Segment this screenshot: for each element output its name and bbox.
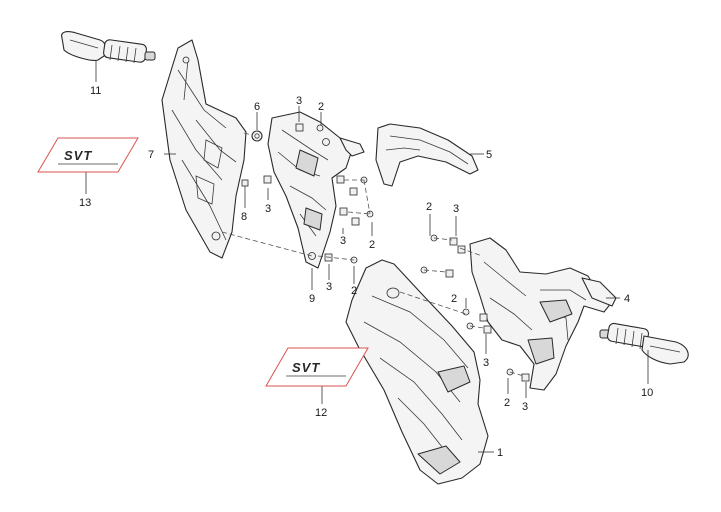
clip-nut[interactable] — [449, 237, 458, 246]
callout-10: 10 — [641, 387, 653, 399]
callout-labels: 11 7 6 8 3 2 3 3 2 3 2 9 5 2 3 2 3 4 2 3… — [79, 85, 653, 459]
callout-3f: 3 — [483, 357, 489, 369]
alignment-lines — [221, 132, 525, 377]
clip-nut[interactable] — [351, 217, 360, 226]
clip-nut[interactable] — [339, 207, 348, 216]
callout-3d: 3 — [326, 281, 332, 293]
callout-9: 9 — [309, 293, 315, 305]
part-11-left-guard[interactable] — [61, 31, 156, 64]
clip-nut[interactable] — [336, 175, 345, 184]
callout-3b: 3 — [265, 203, 271, 215]
callout-3e: 3 — [453, 203, 459, 215]
clip-nut[interactable] — [349, 187, 358, 196]
callout-2c: 2 — [351, 285, 357, 297]
clip-nut[interactable] — [263, 175, 272, 184]
callout-2d: 2 — [426, 201, 432, 213]
part-9-center-bracket[interactable] — [267, 111, 365, 269]
part-7-left-panel[interactable] — [161, 39, 247, 259]
callout-3g: 3 — [522, 401, 528, 413]
callout-12: 12 — [315, 407, 327, 419]
part-5-upper-cover[interactable] — [375, 123, 479, 187]
part-1-main-cowl[interactable] — [345, 259, 489, 485]
part-4-right-panel[interactable] — [469, 237, 617, 391]
callout-2f: 2 — [504, 397, 510, 409]
callout-11: 11 — [90, 85, 101, 97]
callout-13: 13 — [79, 197, 91, 209]
badge-13[interactable]: SVT — [37, 137, 139, 173]
clip-nut[interactable] — [445, 269, 454, 278]
callout-2e: 2 — [451, 293, 457, 305]
part-10-right-guard[interactable] — [599, 322, 689, 365]
callout-2b: 2 — [369, 239, 375, 251]
part-6-grommet[interactable] — [251, 130, 263, 142]
badge-12[interactable]: SVT — [265, 347, 369, 387]
clip-nut[interactable] — [457, 245, 466, 254]
callout-8: 8 — [241, 211, 247, 223]
badge-12-text: SVT — [292, 360, 320, 375]
callout-2a: 2 — [318, 101, 324, 113]
callout-3a: 3 — [296, 95, 302, 107]
bolt[interactable] — [316, 124, 324, 132]
callout-6: 6 — [254, 101, 260, 113]
bolt[interactable] — [462, 308, 470, 316]
clip-nut[interactable] — [479, 313, 488, 322]
badge-13-text: SVT — [64, 148, 92, 163]
clip-nut[interactable] — [295, 123, 304, 132]
leader-lines — [85, 60, 649, 453]
callout-4: 4 — [624, 293, 630, 305]
clip-nut[interactable] — [483, 325, 492, 334]
callout-5: 5 — [486, 149, 492, 161]
callout-1: 1 — [497, 447, 503, 459]
part-8-screw[interactable] — [241, 179, 249, 194]
callout-7: 7 — [148, 149, 154, 161]
clip-nut[interactable] — [521, 373, 530, 382]
callout-3c: 3 — [340, 235, 346, 247]
